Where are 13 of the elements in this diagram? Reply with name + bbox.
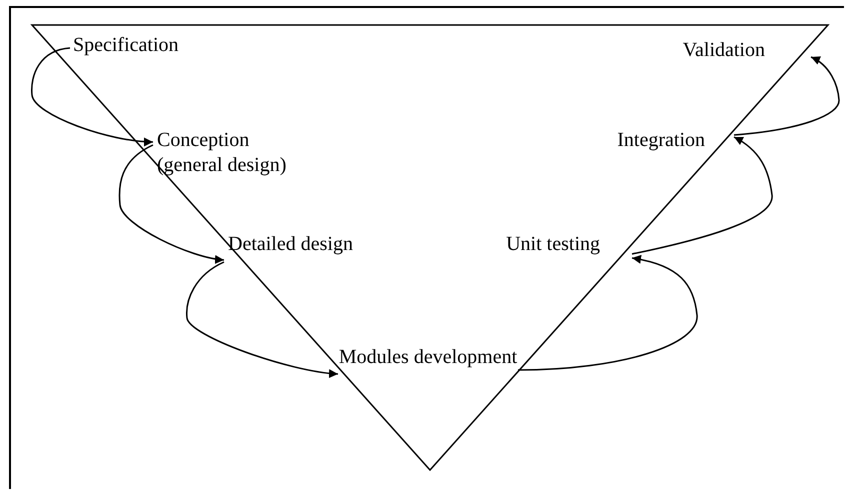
stage-label: Unit testing: [470, 232, 632, 257]
curved-arrow: [518, 255, 698, 371]
curved-arrow: [734, 56, 840, 136]
curved-arrow: [31, 47, 154, 146]
curved-arrow: [186, 261, 338, 378]
stage-label: Integration: [585, 128, 734, 153]
stage-label: Modules development: [338, 345, 518, 370]
stage-label: Detailed design: [224, 232, 374, 257]
curved-arrow: [118, 144, 224, 264]
stage-label: Validation: [645, 38, 811, 63]
stage-label: Specification: [70, 33, 210, 58]
curved-arrow: [632, 136, 773, 255]
stage-label: Conception (general design): [153, 128, 315, 178]
